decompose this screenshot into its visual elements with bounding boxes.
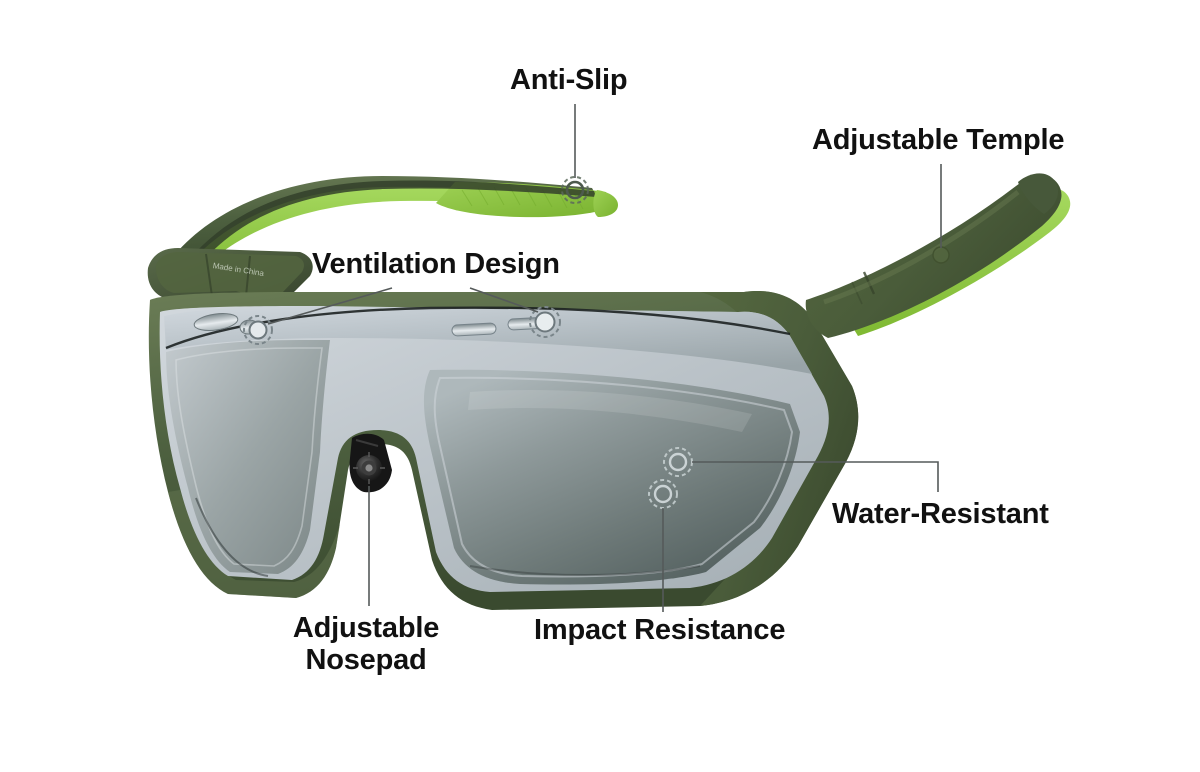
callout-label-nosepad-line1: Adjustable [292,612,440,644]
leader-ventilation-left [267,287,393,325]
nosepad-hardware [349,433,392,493]
marker-ventilation-left [243,315,273,345]
left-hinge: Made in China [147,248,313,304]
marker-anti-slip [561,176,589,204]
callout-label-anti-slip: Anti-Slip [510,64,628,96]
callout-label-ventilation-design: Ventilation Design [312,248,560,280]
leader-lines [267,104,942,612]
callout-label-impact-resistance: Impact Resistance [534,614,786,646]
leader-ventilation-right [469,287,539,313]
left-temple-arm [172,176,618,280]
lens-shield [159,306,829,592]
callout-label-adjustable-nosepad: Adjustable Nosepad [292,612,440,677]
vent-slot-left-1 [193,313,239,331]
leader-water-resistant [692,461,939,492]
callout-label-nosepad-line2: Nosepad [305,644,427,677]
vent-slot-right-1 [451,322,497,337]
marker-ventilation-right [529,306,561,338]
callout-label-adjustable-temple: Adjustable Temple [812,124,1065,156]
callout-label-water-resistant: Water-Resistant [832,498,1049,530]
marker-adjustable-temple [932,246,950,264]
